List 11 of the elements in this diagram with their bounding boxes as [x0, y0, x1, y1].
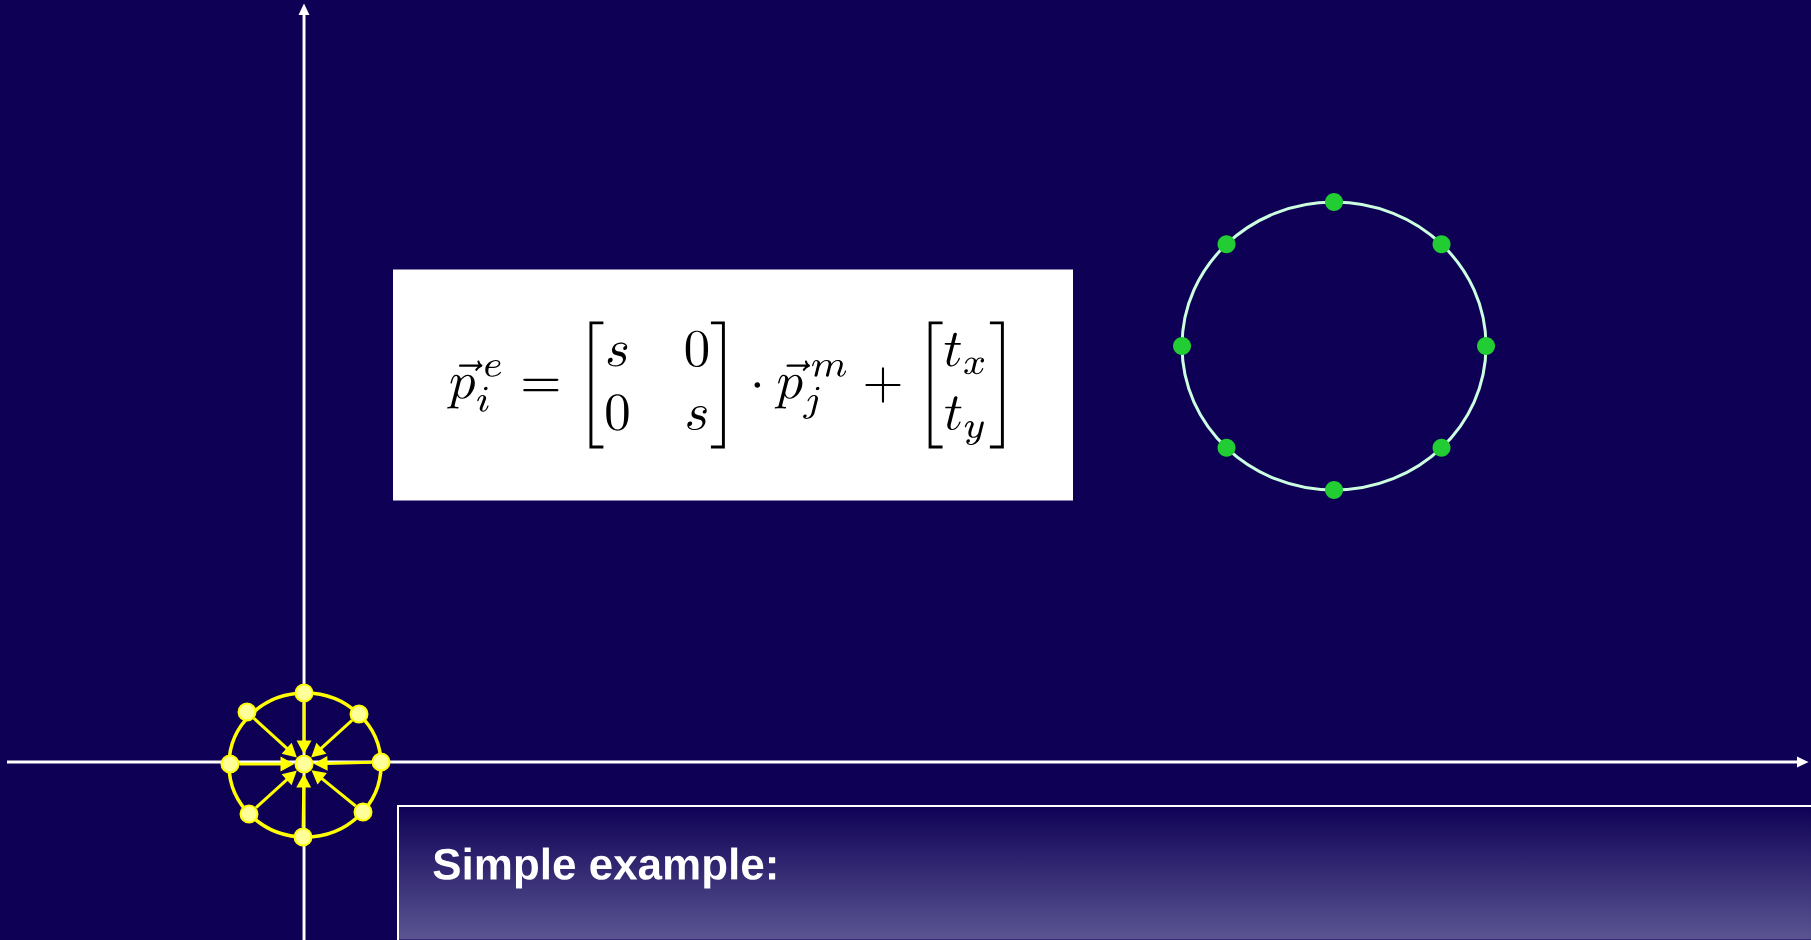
point-dot	[220, 754, 240, 774]
point-dot	[293, 827, 313, 847]
point-dot	[237, 702, 257, 722]
point-dot	[294, 683, 314, 703]
point-dot	[294, 754, 314, 774]
title-banner: Simple example:	[397, 805, 1811, 940]
formula-box: $\vec{p}_i^{\,e} = \begin{bmatrix} s & 0 \\ 0 & s \end{bmatrix} \cdot \vec{p}_j^{\,m} + \begin{bmatrix} t_x \\ t_y \end{bmatrix}$	[393, 269, 1073, 501]
point-dot	[349, 704, 369, 724]
point-dot	[239, 804, 259, 824]
point-dot	[371, 752, 391, 772]
point-dot	[353, 802, 373, 822]
